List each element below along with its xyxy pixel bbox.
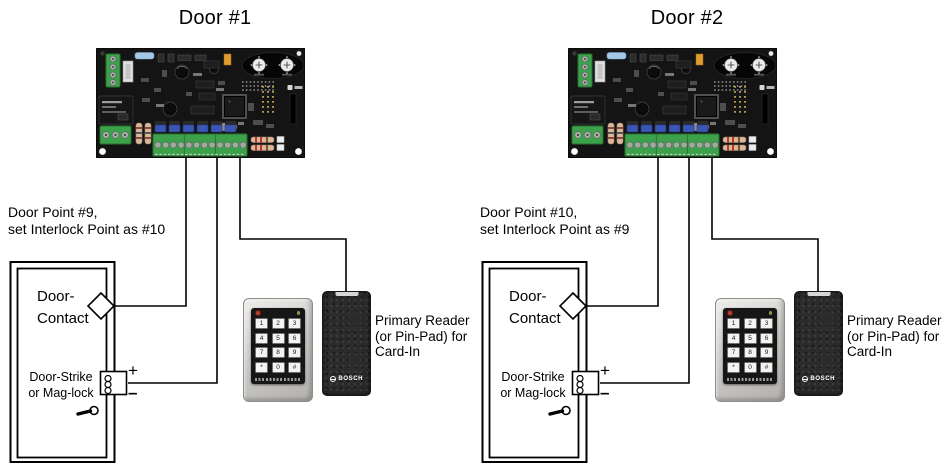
keypad-key-#: #: [288, 361, 301, 373]
keypad-key-8: 8: [743, 347, 757, 358]
keypad-key-4: 4: [255, 332, 268, 344]
keypad-key-6: 6: [288, 332, 301, 344]
door-title: Door #2: [650, 7, 724, 29]
keypad-key-5: 5: [271, 332, 285, 344]
keypad-key-5: 5: [743, 332, 757, 344]
primary-reader-label: Primary Reader (or Pin-Pad) for Card-In: [375, 313, 470, 359]
keypad-key-*: *: [727, 361, 740, 373]
keypad-label-strip: [255, 377, 301, 381]
keypad-key-*: *: [255, 361, 268, 373]
keypad-key-2: 2: [743, 318, 757, 329]
card-reader: BOSCH: [322, 291, 371, 396]
door-title: Door #1: [178, 7, 252, 29]
door-point-label: Door Point #10, set Interlock Point as #…: [480, 204, 629, 237]
keypad-key-8: 8: [271, 347, 285, 358]
polarity-minus-label: –: [128, 383, 138, 402]
keypad-key-7: 7: [727, 347, 740, 358]
keypad-green-led-icon: [768, 311, 772, 315]
door-contact-label: Door- Contact: [37, 288, 89, 327]
reader-wire-notch: [335, 292, 358, 296]
keypad-red-led-icon: [256, 311, 260, 315]
keypad-key-1: 1: [255, 318, 268, 329]
keypad-red-led-icon: [728, 311, 732, 315]
keypad-key-3: 3: [760, 318, 773, 329]
reader-brand: BOSCH: [795, 376, 842, 382]
door-point-line1: Door Point #10,: [480, 204, 578, 220]
keypad-key-6: 6: [760, 332, 773, 344]
door-unit-1: Door #1 Door Point #9, set Interlock Poi…: [8, 7, 470, 468]
keypad-key-0: 0: [743, 361, 757, 373]
keypad-label-strip: [727, 377, 773, 381]
keypad-key-7: 7: [255, 347, 268, 358]
keypad-key-4: 4: [727, 332, 740, 344]
bosch-logo-icon: [329, 376, 336, 382]
door-point-line2: set Interlock Point as #9: [480, 220, 630, 237]
door-point-label: Door Point #9, set Interlock Point as #1…: [8, 204, 165, 237]
polarity-minus-label: –: [600, 383, 610, 402]
door-unit-2: Door #2 Door Point #10, set Interlock Po…: [472, 0, 948, 468]
keypad-key-2: 2: [271, 318, 285, 329]
polarity-plus-label: +: [600, 361, 610, 380]
card-reader: BOSCH: [794, 291, 843, 396]
reader-wire-notch: [807, 292, 830, 296]
reader-brand-text: BOSCH: [338, 376, 364, 382]
keypad-key-0: 0: [271, 361, 285, 373]
door-strike-label: Door-Strike or Mag-lock: [28, 370, 94, 400]
reader-brand-text: BOSCH: [810, 376, 836, 382]
keypad-key-9: 9: [288, 347, 301, 358]
keypad-key-#: #: [760, 361, 773, 373]
primary-reader-label: Primary Reader (or Pin-Pad) for Card-In: [847, 313, 942, 359]
reader-brand: BOSCH: [323, 376, 370, 382]
keypad-key-3: 3: [288, 318, 301, 329]
keypad-green-led-icon: [296, 311, 300, 315]
door-point-line2: set Interlock Point as #10: [8, 220, 166, 237]
door-contact-label: Door- Contact: [509, 288, 561, 327]
keypad-key-1: 1: [727, 318, 740, 329]
keypad-key-9: 9: [760, 347, 773, 358]
door-strike-label: Door-Strike or Mag-lock: [500, 370, 566, 400]
bosch-logo-icon: [801, 376, 808, 382]
polarity-plus-label: +: [128, 361, 138, 380]
door-point-line1: Door Point #9,: [8, 204, 98, 220]
